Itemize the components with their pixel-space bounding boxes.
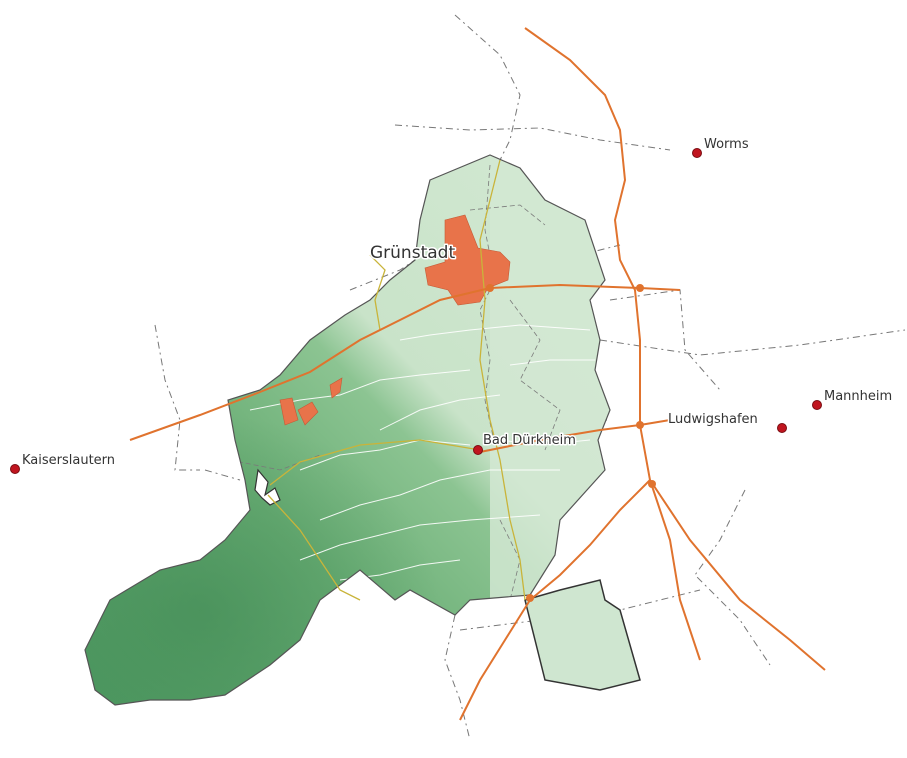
southern-area [524,579,641,691]
district-border [84,154,611,706]
city-dot-icon [812,400,822,410]
urban-area-2 [279,397,299,426]
city-markers: Worms Mannheim Ludwigshafen Kaiserslaute… [10,136,894,474]
city-label-bad-duerkheim: Bad Dürkheim [483,433,576,448]
city-label-kaiserslautern: Kaiserslautern [22,453,115,468]
urban-area-1 [329,377,343,399]
city-label-mannheim: Mannheim [824,389,892,404]
junction-icon [636,284,644,292]
city-dot-icon [777,423,787,433]
city-dot-icon [473,445,483,455]
city-dot-icon [692,148,702,158]
city-dot-icon [10,464,20,474]
motorway-junctions [486,284,656,602]
reservoir [254,468,281,506]
railway-lines [267,159,526,601]
junction-icon [648,480,656,488]
city-label-worms: Worms [704,137,749,152]
junction-icon [526,594,534,602]
motorways [129,27,826,721]
urban-area-3 [297,401,319,426]
city-label-ludwigshafen: Ludwigshafen [668,412,758,427]
junction-icon [636,421,644,429]
junction-icon [486,284,494,292]
town-label-gruenstadt: Grünstadt [370,243,455,263]
